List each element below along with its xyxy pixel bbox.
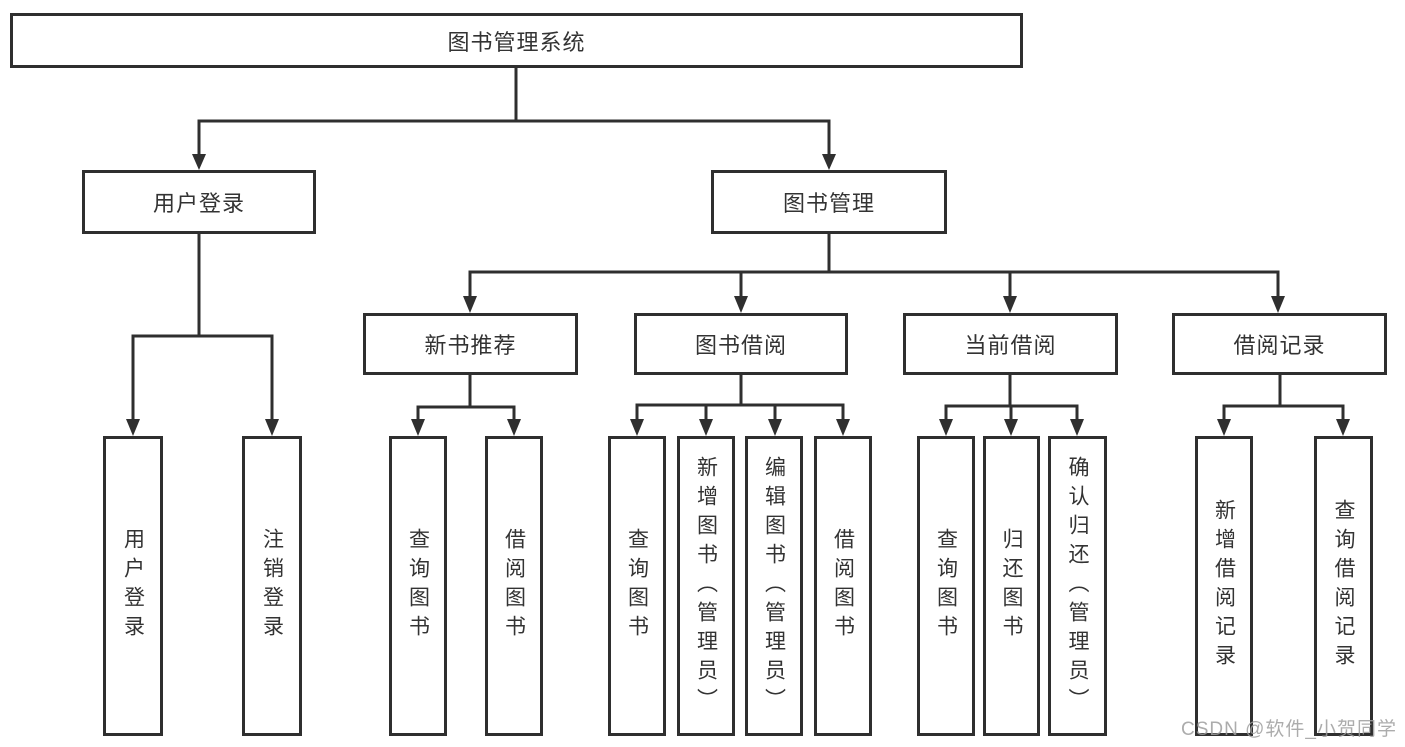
node-label: 确认归还（管理员）: [1066, 455, 1089, 717]
leaf-add-books-admin: 新增图书（管理员）: [677, 436, 735, 736]
node-label: 编辑图书（管理员）: [762, 455, 786, 717]
connector-book-management-children: [463, 234, 1285, 313]
leaf-confirm-return-admin: 确认归还（管理员）: [1048, 436, 1107, 736]
node-label: 借阅图书: [502, 528, 526, 644]
node-label: 查询图书: [406, 528, 430, 644]
leaf-logout: 注销登录: [242, 436, 302, 736]
leaf-borrow-books: 借阅图书: [814, 436, 872, 736]
leaf-add-borrow-record: 新增借阅记录: [1195, 436, 1253, 736]
node-label: 新书推荐: [424, 333, 517, 358]
node-book-borrow: 图书借阅: [634, 313, 848, 375]
connector-new-book-children: [411, 375, 521, 436]
node-label: 借阅记录: [1233, 333, 1326, 358]
node-label: 用户登录: [152, 191, 245, 216]
node-book-management: 图书管理: [711, 170, 947, 234]
leaf-return-books: 归还图书: [983, 436, 1040, 736]
connector-book-borrow-children: [630, 375, 850, 436]
node-label: 图书借阅: [694, 333, 787, 358]
node-root-library-system: 图书管理系统: [10, 13, 1023, 68]
leaf-query-books-borrow: 查询图书: [608, 436, 666, 736]
node-label: 图书管理: [782, 191, 875, 216]
connector-borrow-records-children: [1217, 375, 1350, 436]
connector-current-borrow-children: [939, 375, 1084, 436]
node-label: 查询图书: [625, 528, 649, 644]
node-label: 查询借阅记录: [1332, 499, 1355, 673]
node-label: 新增图书（管理员）: [694, 455, 718, 717]
node-borrow-records: 借阅记录: [1172, 313, 1387, 375]
node-user-login: 用户登录: [82, 170, 316, 234]
node-label: 新增借阅记录: [1212, 499, 1236, 673]
node-label: 图书管理系统: [447, 29, 586, 55]
node-label: 用户登录: [121, 528, 145, 644]
csdn-watermark: CSDN @软件_小贺同学: [1181, 719, 1397, 740]
node-label: 归还图书: [1000, 528, 1023, 644]
node-current-borrow: 当前借阅: [903, 313, 1118, 375]
leaf-borrow-books-recommend: 借阅图书: [485, 436, 543, 736]
leaf-user-login: 用户登录: [103, 436, 163, 736]
node-label: 借阅图书: [831, 528, 855, 644]
connector-root-to-level2: [192, 68, 836, 170]
leaf-query-books-recommend: 查询图书: [389, 436, 447, 736]
node-label: 查询图书: [934, 528, 958, 644]
node-new-book-recommend: 新书推荐: [363, 313, 578, 375]
leaf-query-borrow-record: 查询借阅记录: [1314, 436, 1373, 736]
leaf-edit-books-admin: 编辑图书（管理员）: [745, 436, 803, 736]
leaf-query-books-current: 查询图书: [917, 436, 975, 736]
connector-user-login-children: [126, 234, 279, 436]
node-label: 注销登录: [260, 528, 284, 644]
node-label: 当前借阅: [964, 333, 1057, 358]
